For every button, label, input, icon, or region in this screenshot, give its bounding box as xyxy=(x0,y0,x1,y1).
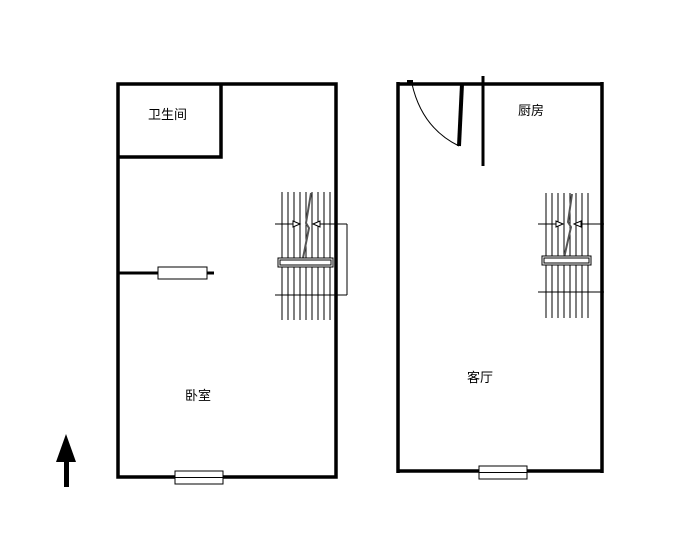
room-label-bathroom: 卫生间 xyxy=(148,108,187,123)
room-label-kitchen: 厨房 xyxy=(518,103,544,119)
left-unit: 卫生间 卧室 xyxy=(116,82,348,485)
room-label-bedroom: 卧室 xyxy=(185,388,211,404)
interior-window xyxy=(157,266,208,280)
right-unit: 厨房 客厅 xyxy=(396,76,604,480)
staircase-right xyxy=(538,193,604,318)
staircase-left xyxy=(275,192,348,320)
room-label-living-room: 客厅 xyxy=(467,370,493,386)
entry-door xyxy=(407,80,464,147)
north-arrow-icon xyxy=(56,434,76,487)
bathroom-wall xyxy=(118,84,223,159)
left-unit-outer-wall xyxy=(116,82,338,479)
